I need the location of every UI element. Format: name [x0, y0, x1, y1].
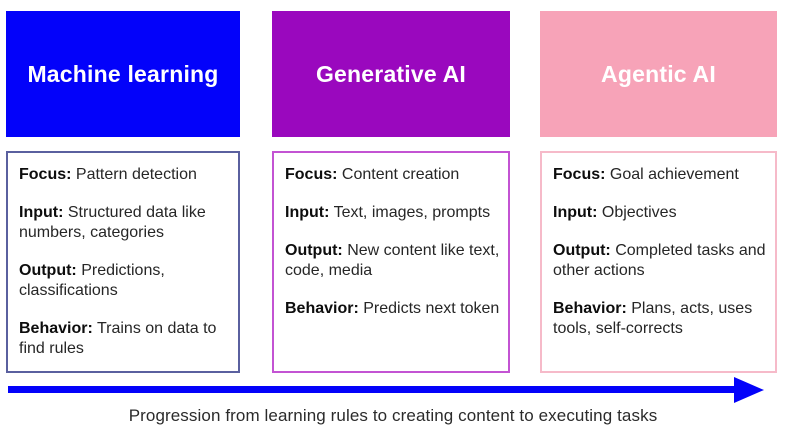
field-behavior: Behavior: Trains on data to find rules — [19, 319, 232, 359]
field-text: Plans, acts, uses tools, self-corrects — [553, 300, 753, 337]
field-focus: Focus: Content creation — [285, 165, 502, 185]
column-machine-learning: Machine learning Focus: Pattern detectio… — [6, 0, 240, 443]
detail-box-generative-ai: Focus: Content creation Input: Text, ima… — [272, 151, 510, 373]
field-text: Predicts next token — [363, 300, 500, 317]
header-title: Generative AI — [315, 60, 467, 87]
field-text: Objectives — [601, 204, 677, 221]
field-text: Pattern detection — [75, 166, 197, 183]
field-text: Structured data like numbers, categories — [19, 204, 206, 241]
field-behavior: Behavior: Predicts next token — [285, 299, 502, 319]
header-title: Agentic AI — [601, 60, 716, 87]
header-agentic-ai: Agentic AI — [540, 11, 777, 137]
field-label: Output: — [553, 242, 611, 259]
field-text: Completed tasks and other actions — [553, 242, 766, 279]
header-machine-learning: Machine learning — [6, 11, 240, 137]
detail-box-agentic-ai: Focus: Goal achievement Input: Objective… — [540, 151, 777, 373]
field-output: Output: New content like text, code, med… — [285, 241, 502, 281]
field-input: Input: Structured data like numbers, cat… — [19, 203, 232, 243]
field-label: Input: — [19, 204, 64, 221]
field-text: Predictions, classifications — [19, 262, 165, 299]
arrow-head-icon — [734, 377, 764, 403]
field-label: Behavior: — [285, 300, 359, 317]
header-title: Machine learning — [27, 60, 219, 87]
field-label: Focus: — [553, 166, 606, 183]
field-label: Output: — [285, 242, 343, 259]
field-label: Input: — [553, 204, 598, 221]
field-input: Input: Objectives — [553, 203, 769, 223]
field-focus: Focus: Goal achievement — [553, 165, 769, 185]
caption-text: Progression from learning rules to creat… — [128, 406, 658, 425]
field-input: Input: Text, images, prompts — [285, 203, 502, 223]
field-label: Behavior: — [19, 320, 93, 337]
field-label: Focus: — [19, 166, 72, 183]
column-agentic-ai: Agentic AI Focus: Goal achievement Input… — [540, 0, 777, 443]
field-label: Focus: — [285, 166, 338, 183]
column-generative-ai: Generative AI Focus: Content creation In… — [272, 0, 510, 443]
detail-box-machine-learning: Focus: Pattern detection Input: Structur… — [6, 151, 240, 373]
field-text: Text, images, prompts — [333, 204, 491, 221]
field-output: Output: Predictions, classifications — [19, 261, 232, 301]
field-text: New content like text, code, media — [285, 242, 500, 279]
field-label: Output: — [19, 262, 77, 279]
field-output: Output: Completed tasks and other action… — [553, 241, 769, 281]
field-text: Goal achievement — [609, 166, 739, 183]
field-label: Input: — [285, 204, 330, 221]
field-focus: Focus: Pattern detection — [19, 165, 232, 185]
arrow-shaft — [8, 386, 736, 393]
field-text: Content creation — [341, 166, 460, 183]
field-label: Behavior: — [553, 300, 627, 317]
field-behavior: Behavior: Plans, acts, uses tools, self-… — [553, 299, 769, 339]
header-generative-ai: Generative AI — [272, 11, 510, 137]
field-text: Trains on data to find rules — [19, 320, 217, 357]
